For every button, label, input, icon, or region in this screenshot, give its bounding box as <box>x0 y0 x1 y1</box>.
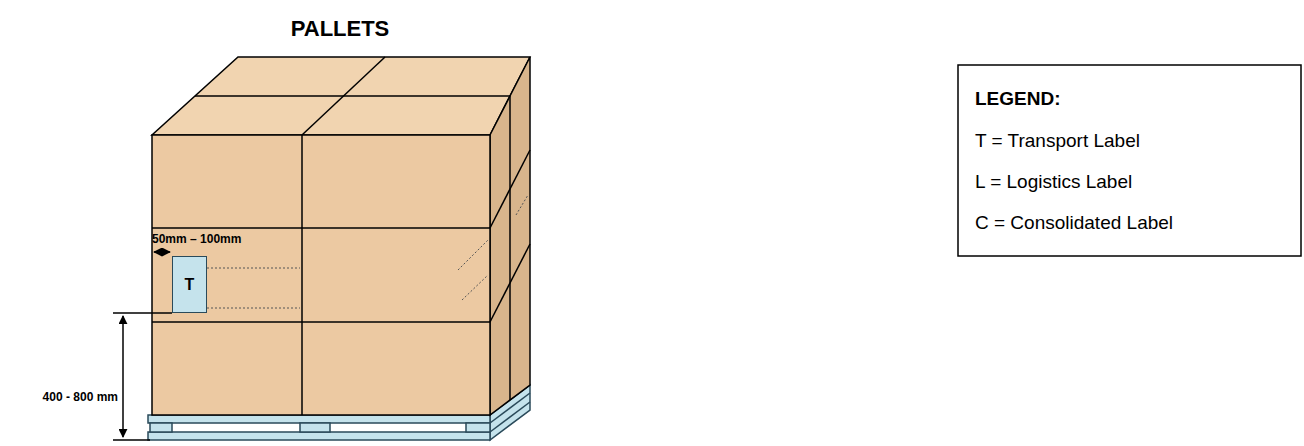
legend-entry: T = Transport Label <box>975 130 1140 152</box>
dimension-lines <box>113 252 172 440</box>
legend-entry: L = Logistics Label <box>975 171 1132 193</box>
legend-frame <box>958 65 1301 256</box>
dotted-guides <box>207 195 528 308</box>
dimension-label: 400 - 800 mm <box>43 391 118 405</box>
carton-stack <box>152 57 530 415</box>
legend-heading: LEGEND: <box>975 88 1061 110</box>
dimension-label: 50mm – 100mm <box>152 233 241 247</box>
transport-label-box: T <box>172 256 207 313</box>
legend-entry: C = Consolidated Label <box>975 212 1173 234</box>
diagram-title: PALLETS <box>291 16 390 41</box>
label-letter: T <box>185 276 195 294</box>
